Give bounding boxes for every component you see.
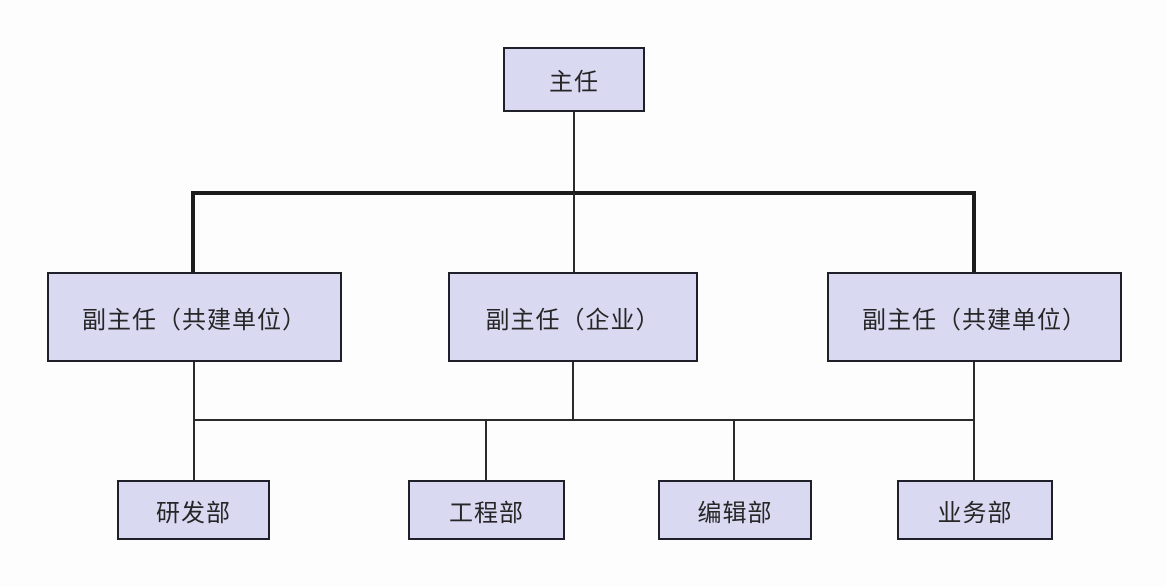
org-node-dept-rnd: 研发部 <box>117 480 270 540</box>
org-node-dept-engineering: 工程部 <box>408 480 565 540</box>
org-node-dept-editorial: 编辑部 <box>658 480 812 540</box>
org-node-deputy-enterprise-label: 副主任（企业） <box>485 306 661 334</box>
org-node-deputy-coconstruction-left: 副主任（共建单位） <box>47 272 342 362</box>
org-node-dept-rnd-label: 研发部 <box>156 499 231 527</box>
org-node-director-label: 主任 <box>549 69 599 96</box>
org-node-dept-business: 业务部 <box>897 480 1053 540</box>
org-node-deputy-enterprise: 副主任（企业） <box>448 272 698 362</box>
org-node-director: 主任 <box>503 47 645 112</box>
org-node-deputy-coconstruction-right: 副主任（共建单位） <box>827 272 1122 362</box>
org-node-dept-editorial-label: 编辑部 <box>697 499 773 527</box>
org-node-deputy-coconstruction-right-label: 副主任（共建单位） <box>862 306 1087 334</box>
org-node-dept-business-label: 业务部 <box>937 499 1013 527</box>
org-node-deputy-coconstruction-left-label: 副主任（共建单位） <box>82 306 307 334</box>
org-node-dept-engineering-label: 工程部 <box>449 499 524 527</box>
